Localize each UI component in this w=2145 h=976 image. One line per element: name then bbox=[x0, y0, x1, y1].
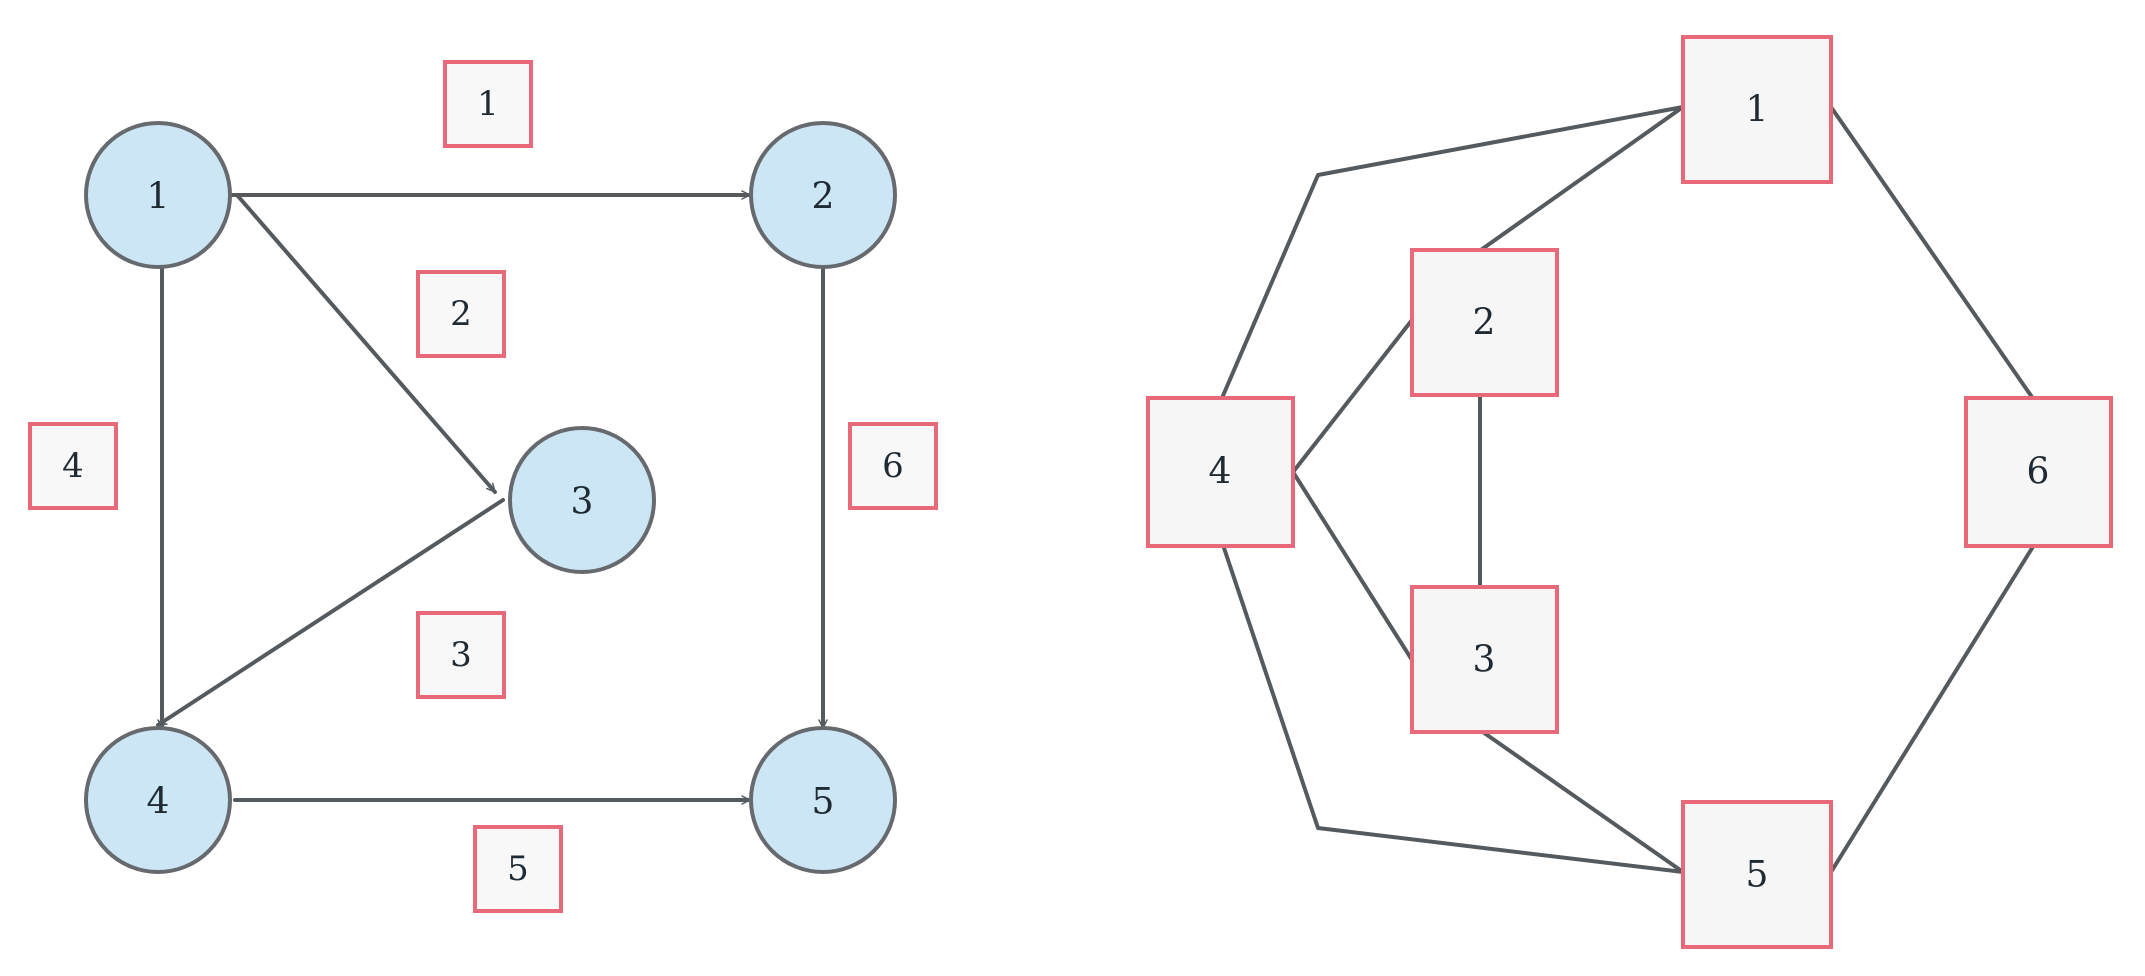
left-node-4: 4 bbox=[84, 726, 232, 874]
left-edge-label-5-text: 5 bbox=[507, 849, 529, 889]
left-node-4-label: 4 bbox=[147, 782, 170, 823]
left-node-2-label: 2 bbox=[812, 177, 835, 218]
left-edge-label-2: 2 bbox=[416, 270, 506, 358]
right-node-5: 5 bbox=[1681, 800, 1833, 949]
right-edge-3-5 bbox=[1478, 728, 1685, 874]
right-graph: 1 2 3 4 5 6 bbox=[1146, 35, 2113, 949]
right-edge-4-1 bbox=[1220, 105, 1685, 400]
left-edge-label-3: 3 bbox=[416, 611, 506, 699]
right-node-6-label: 6 bbox=[2027, 452, 2050, 493]
right-node-1-label: 1 bbox=[1746, 90, 1769, 131]
right-edge-4-3 bbox=[1291, 470, 1414, 662]
left-edge-label-6: 6 bbox=[848, 422, 938, 510]
left-node-3: 3 bbox=[508, 426, 656, 574]
left-edge-1-3 bbox=[235, 193, 497, 494]
right-node-3: 3 bbox=[1410, 585, 1559, 734]
left-node-3-label: 3 bbox=[571, 482, 594, 523]
left-node-1-label: 1 bbox=[147, 177, 170, 218]
right-node-3-label: 3 bbox=[1473, 640, 1496, 681]
left-edge-3-4 bbox=[156, 498, 505, 727]
right-node-4: 4 bbox=[1146, 396, 1295, 548]
left-edge-label-1: 1 bbox=[443, 60, 533, 148]
left-edge-label-4: 4 bbox=[28, 422, 118, 510]
left-node-5-label: 5 bbox=[812, 782, 835, 823]
left-node-2: 2 bbox=[749, 121, 897, 269]
left-edge-label-2-text: 2 bbox=[450, 294, 472, 334]
right-edge-4-5 bbox=[1220, 540, 1685, 874]
right-edge-1-6 bbox=[1829, 105, 2036, 402]
right-edge-1-2 bbox=[1476, 105, 1685, 254]
left-edge-label-1-text: 1 bbox=[477, 84, 499, 124]
right-node-1: 1 bbox=[1681, 35, 1833, 184]
right-edge-2-4 bbox=[1291, 318, 1414, 474]
right-node-2: 2 bbox=[1410, 248, 1559, 397]
left-node-1: 1 bbox=[84, 121, 232, 269]
left-edge-label-3-text: 3 bbox=[450, 635, 472, 675]
right-node-6: 6 bbox=[1964, 396, 2113, 548]
left-edge-label-5: 5 bbox=[473, 825, 563, 913]
left-graph: 1 2 3 4 5 1 2 3 bbox=[28, 60, 938, 913]
left-edge-label-4-text: 4 bbox=[62, 446, 84, 486]
right-node-4-label: 4 bbox=[1209, 452, 1232, 493]
left-edge-label-6-text: 6 bbox=[882, 446, 904, 486]
right-node-5-label: 5 bbox=[1746, 855, 1769, 896]
right-node-2-label: 2 bbox=[1473, 303, 1496, 344]
right-edge-5-6 bbox=[1829, 543, 2036, 874]
left-node-5: 5 bbox=[749, 726, 897, 874]
